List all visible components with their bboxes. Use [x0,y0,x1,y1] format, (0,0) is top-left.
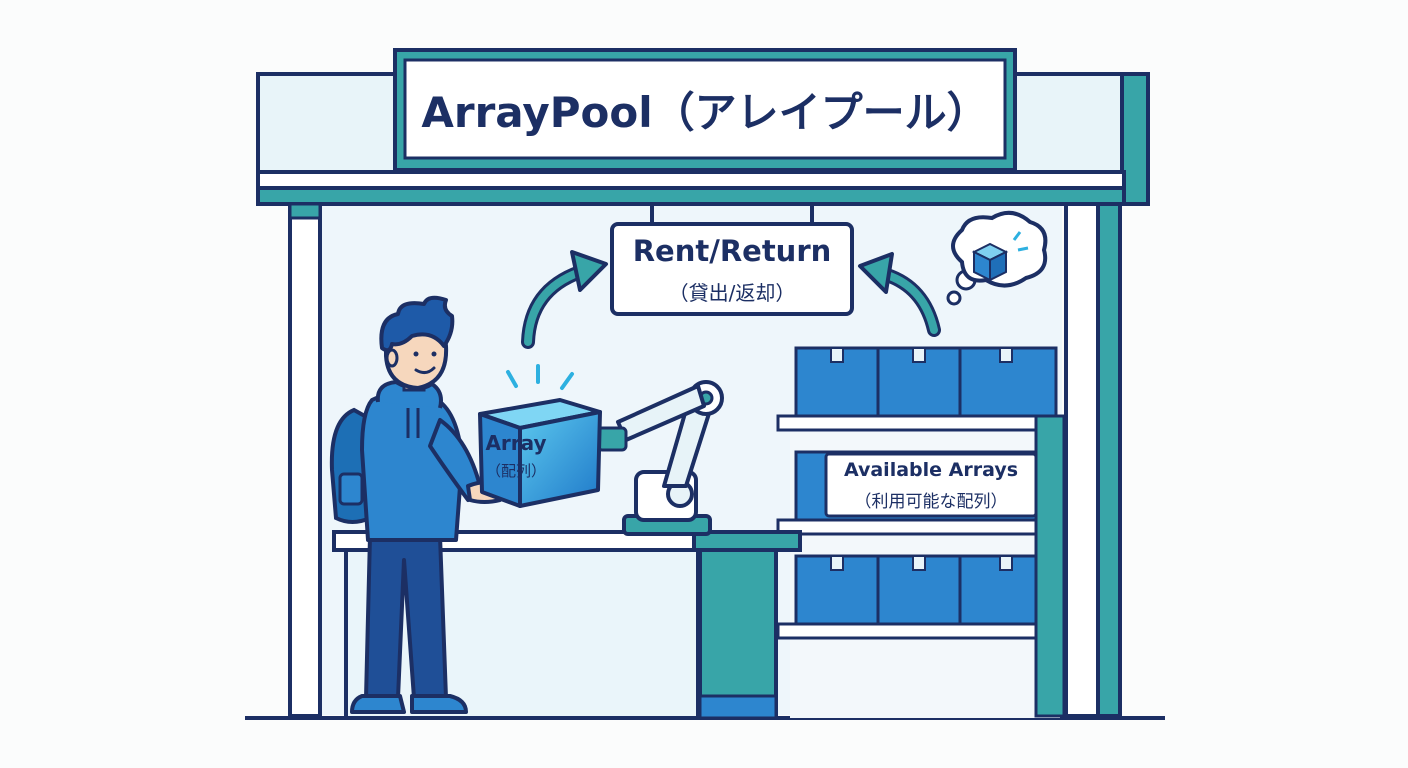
shelf-row-top [794,346,1058,418]
thought-bubble [946,210,1048,306]
shelf-unit [776,346,1068,718]
shelf-row-bottom [794,554,1058,626]
person [329,295,506,714]
available-arrays-sublabel: （利用可能な配列） [854,491,1008,512]
array-box [478,364,602,508]
array-box-label: Array [485,431,547,455]
right-pillar [1064,202,1122,718]
left-pillar [288,202,322,718]
store-title: ArrayPool（アレイプール） [421,87,989,137]
thought-box-icon [971,242,1009,282]
rent-arrow [521,250,608,349]
rent-return-sign [610,204,854,316]
rent-return-sublabel: （貸出/返却） [668,280,796,305]
array-box-sublabel: （配列） [485,461,546,480]
store-sign [393,48,1017,172]
robot-arm [576,380,724,536]
available-arrays-label: Available Arrays [843,459,1019,481]
rent-return-label: Rent/Return [632,234,832,268]
return-arrow [858,252,941,337]
